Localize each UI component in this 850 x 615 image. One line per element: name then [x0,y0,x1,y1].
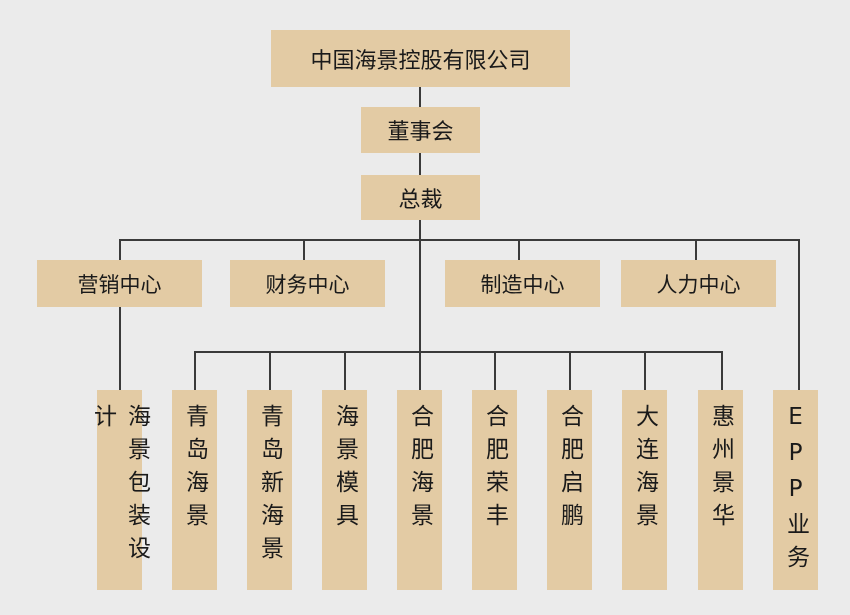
connector [644,351,646,390]
node-unit: 大连海景 [622,390,667,590]
node-unit: 合肥启鹏 [547,390,592,590]
node-finance-center: 财务中心 [230,260,385,307]
connector [419,153,421,175]
connector [419,87,421,107]
connector [721,351,723,390]
connector [518,239,520,260]
node-company: 中国海景控股有限公司 [271,30,570,87]
unit-label: 大连海景 [631,404,658,536]
node-unit: 青岛海景 [172,390,217,590]
connector [119,239,121,260]
connector [419,220,421,390]
node-unit: 合肥海景 [397,390,442,590]
node-unit: 海景包装设计 [90,390,150,590]
connector [303,239,305,260]
node-marketing-center: 营销中心 [37,260,202,307]
connector [569,351,571,390]
node-unit: 海景模具 [322,390,367,590]
connector [119,239,800,241]
connector [119,307,121,390]
node-unit: 青岛新海景 [247,390,292,590]
unit-label: 合肥启鹏 [556,404,583,536]
unit-label: 合肥荣丰 [481,404,508,536]
connector [194,351,196,390]
connector [798,239,800,390]
connector [194,351,723,353]
connector [695,239,697,260]
node-unit: EPP业务 [773,390,818,590]
unit-label: 海景包装设计 [89,404,150,569]
node-president: 总裁 [361,175,480,220]
unit-label: 青岛海景 [181,404,208,536]
node-unit: 合肥荣丰 [472,390,517,590]
unit-label: 海景模具 [331,404,358,536]
connector [494,351,496,390]
node-hr-center: 人力中心 [621,260,776,307]
connector [344,351,346,390]
node-board: 董事会 [361,107,480,153]
connector [269,351,271,390]
unit-label: 青岛新海景 [256,404,283,569]
unit-label: 惠州景华 [707,404,734,536]
unit-label: EPP业务 [782,404,809,578]
unit-label: 合肥海景 [406,404,433,536]
node-unit: 惠州景华 [698,390,743,590]
node-manufacturing-center: 制造中心 [445,260,600,307]
